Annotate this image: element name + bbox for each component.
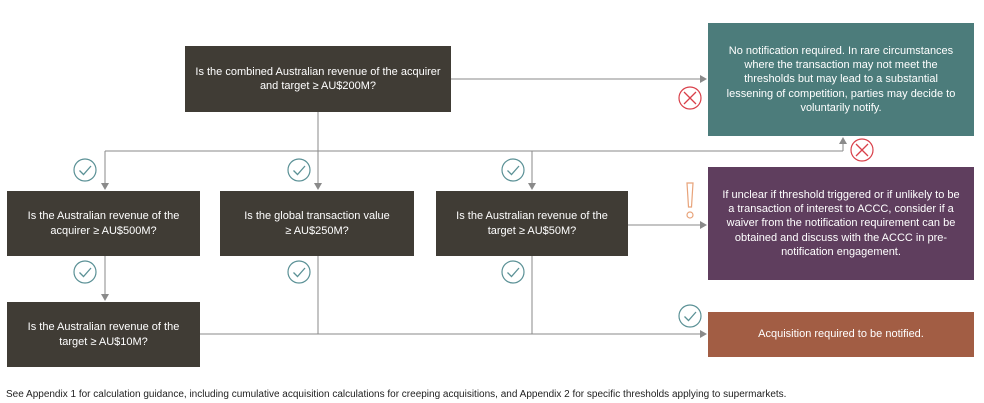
outcome-notification-required: Acquisition required to be notified.	[708, 312, 974, 357]
question-target-10m-text: Is the Australian revenue of the target …	[27, 321, 180, 348]
cross-circle-icon	[850, 138, 874, 162]
question-global-value: Is the global transaction value ≥ AU$250…	[220, 191, 414, 256]
question-combined-revenue-text: Is the combined Australian revenue of th…	[195, 65, 441, 92]
check-circle-icon	[501, 158, 525, 182]
outcome-unclear-text: If unclear if threshold triggered or if …	[722, 188, 960, 258]
outcome-notification-required-text: Acquisition required to be notified.	[758, 328, 924, 341]
check-circle-icon	[287, 260, 311, 284]
question-target-10m: Is the Australian revenue of the target …	[7, 302, 200, 367]
check-circle-icon	[287, 158, 311, 182]
check-circle-icon	[678, 304, 702, 328]
footnote: See Appendix 1 for calculation guidance,…	[6, 389, 787, 400]
outcome-unclear: If unclear if threshold triggered or if …	[708, 167, 974, 280]
exclamation-icon	[686, 182, 694, 219]
check-circle-icon	[501, 260, 525, 284]
question-acquirer-revenue: Is the Australian revenue of the acquire…	[7, 191, 200, 256]
check-circle-icon	[73, 158, 97, 182]
question-target-50m-text: Is the Australian revenue of the target …	[456, 210, 608, 237]
question-target-50m: Is the Australian revenue of the target …	[436, 191, 628, 256]
check-circle-icon	[73, 260, 97, 284]
question-combined-revenue: Is the combined Australian revenue of th…	[185, 46, 451, 112]
outcome-no-notification-text: No notification required. In rare circum…	[726, 44, 956, 114]
cross-circle-icon	[678, 86, 702, 110]
question-global-value-text: Is the global transaction value ≥ AU$250…	[244, 210, 390, 237]
outcome-no-notification: No notification required. In rare circum…	[708, 23, 974, 136]
question-acquirer-revenue-text: Is the Australian revenue of the acquire…	[27, 210, 180, 237]
